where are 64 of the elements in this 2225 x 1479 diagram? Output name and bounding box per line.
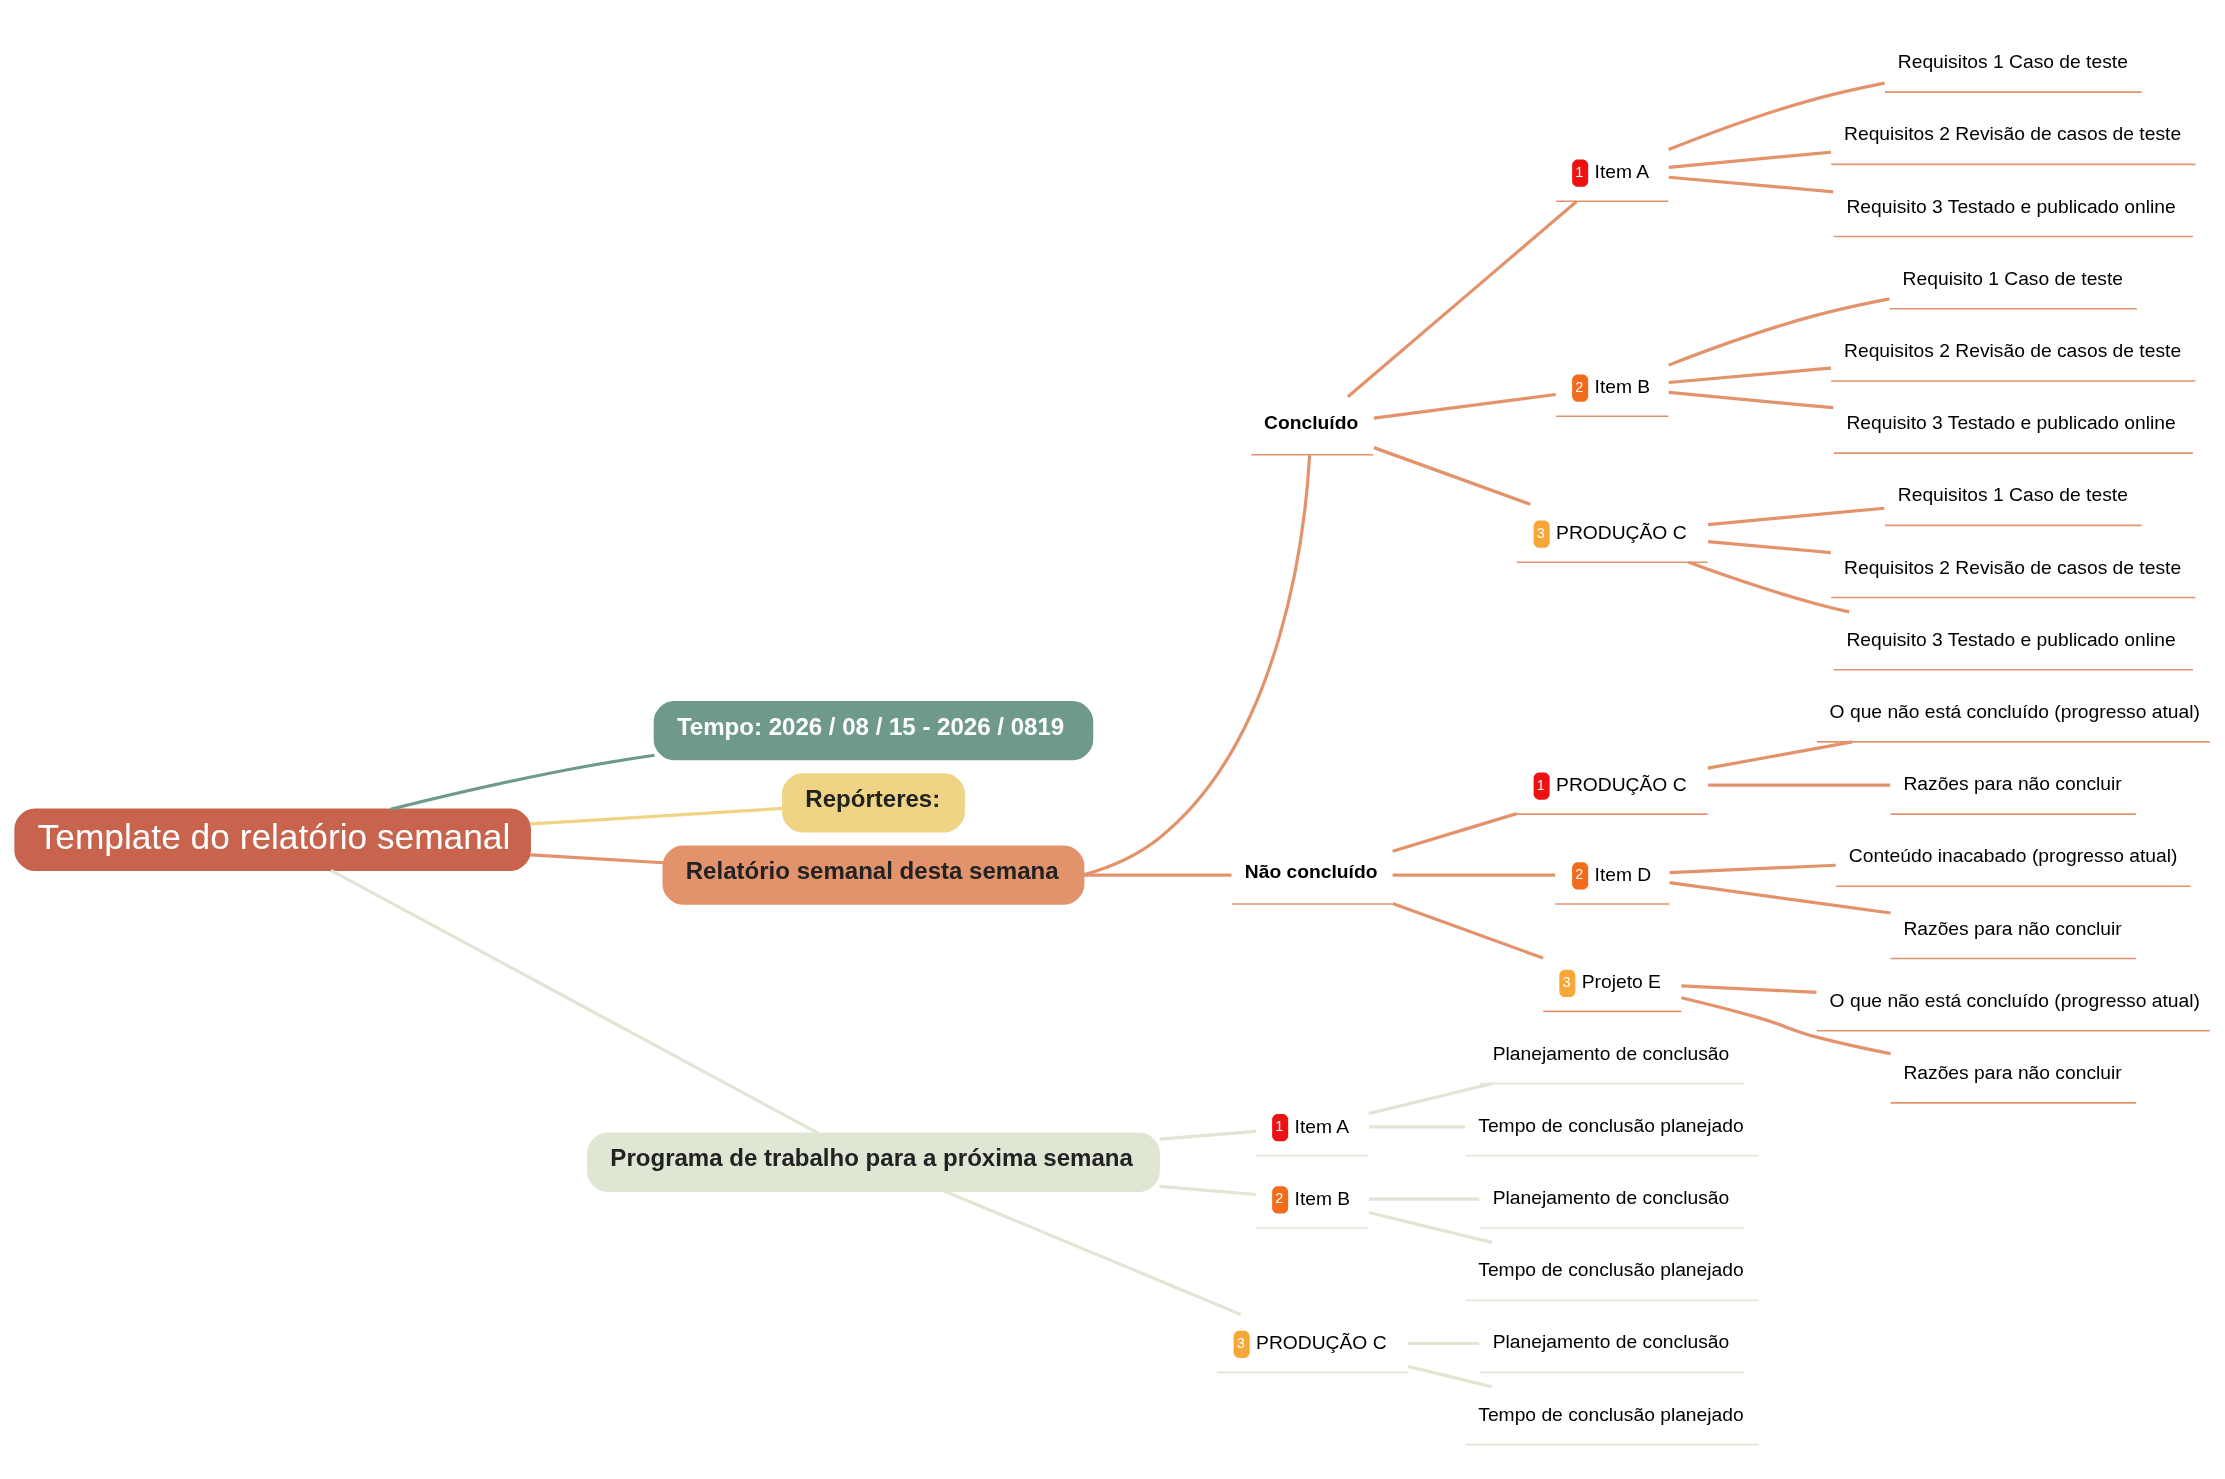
node-box: Programa de trabalho para a próxima semana xyxy=(587,1132,1160,1192)
node-text: Requisito 3 Testado e publicado online xyxy=(1846,195,2176,217)
connector xyxy=(1159,1184,1257,1197)
node-text: Planejamento de conclusão xyxy=(1492,1187,1730,1209)
node-text: Requisito 3 Testado e publicado online xyxy=(1846,412,2176,434)
connector xyxy=(1708,783,1891,787)
node-text: Requisitos 1 Caso de teste xyxy=(1897,51,2128,73)
connector xyxy=(1669,881,1891,915)
node-text: Requisito 1 Caso de teste xyxy=(1902,267,2124,289)
node-box: Repórteres: xyxy=(782,773,965,833)
node-text: Razões para não concluir xyxy=(1903,917,2122,939)
connector xyxy=(943,1189,1242,1316)
connector xyxy=(1392,902,1544,960)
connector xyxy=(1668,81,1885,152)
connector xyxy=(1368,1125,1465,1129)
node-text: O que não está concluído (progresso atual) xyxy=(1829,701,2200,722)
node-text: Requisitos 1 Caso de teste xyxy=(1897,484,2128,506)
connector xyxy=(1083,873,1232,877)
connector xyxy=(1681,984,1817,994)
connector xyxy=(1373,392,1556,420)
connector xyxy=(530,853,664,865)
connector xyxy=(1688,560,1850,614)
connector xyxy=(1668,366,1832,385)
connector xyxy=(1083,455,1312,877)
node-text: Não concluído xyxy=(1244,861,1378,883)
node-box: Relatório semanal desta semana xyxy=(662,845,1085,905)
node-text: Conteúdo inacabado (progresso atual) xyxy=(1848,845,2178,867)
connector xyxy=(1668,175,1834,194)
node-text: Concluído xyxy=(1264,412,1359,434)
connector xyxy=(1668,150,1832,169)
connector xyxy=(330,868,819,1135)
connector xyxy=(390,753,655,811)
connector xyxy=(1407,1341,1480,1346)
connector xyxy=(1346,200,1578,398)
connector xyxy=(1392,812,1518,853)
node-text: Razões para não concluir xyxy=(1903,773,2122,795)
connector xyxy=(1373,446,1531,506)
node-text: Tempo de conclusão planejado xyxy=(1478,1114,1744,1136)
connector xyxy=(1707,540,1831,555)
node-text: Requisitos 2 Revisão de casos de teste xyxy=(1844,340,2182,362)
connector xyxy=(1368,1197,1480,1201)
connector xyxy=(1392,873,1556,877)
connector xyxy=(1668,390,1834,410)
node-text: Tempo de conclusão planejado xyxy=(1478,1259,1744,1281)
node-text: O que não está concluído (progresso atual) xyxy=(1829,989,2200,1011)
node-text: Requisitos 2 Revisão de casos de teste xyxy=(1844,556,2182,578)
connector xyxy=(1707,740,1853,770)
node-text: Requisitos 2 Revisão de casos de teste xyxy=(1844,123,2182,145)
connector xyxy=(1707,506,1885,527)
node-text: Planejamento de conclusão xyxy=(1492,1331,1730,1353)
node-box: Tempo: 2026 / 08 / 15 - 2026 / 0819 xyxy=(653,701,1094,761)
connector xyxy=(1407,1364,1493,1389)
connector xyxy=(1159,1129,1257,1141)
connector xyxy=(1669,863,1836,875)
connector xyxy=(530,806,783,826)
node-text: Razões para não concluir xyxy=(1903,1061,2122,1083)
node-text: Planejamento de conclusão xyxy=(1492,1042,1730,1064)
connector xyxy=(1368,1210,1493,1244)
node-text: Tempo de conclusão planejado xyxy=(1478,1403,1744,1425)
connector xyxy=(1668,297,1890,367)
node-box: Template do relatório semanal xyxy=(14,808,531,872)
connector xyxy=(1368,1082,1493,1116)
node-text: Requisito 3 Testado e publicado online xyxy=(1846,628,2176,650)
connector xyxy=(1681,996,1891,1056)
